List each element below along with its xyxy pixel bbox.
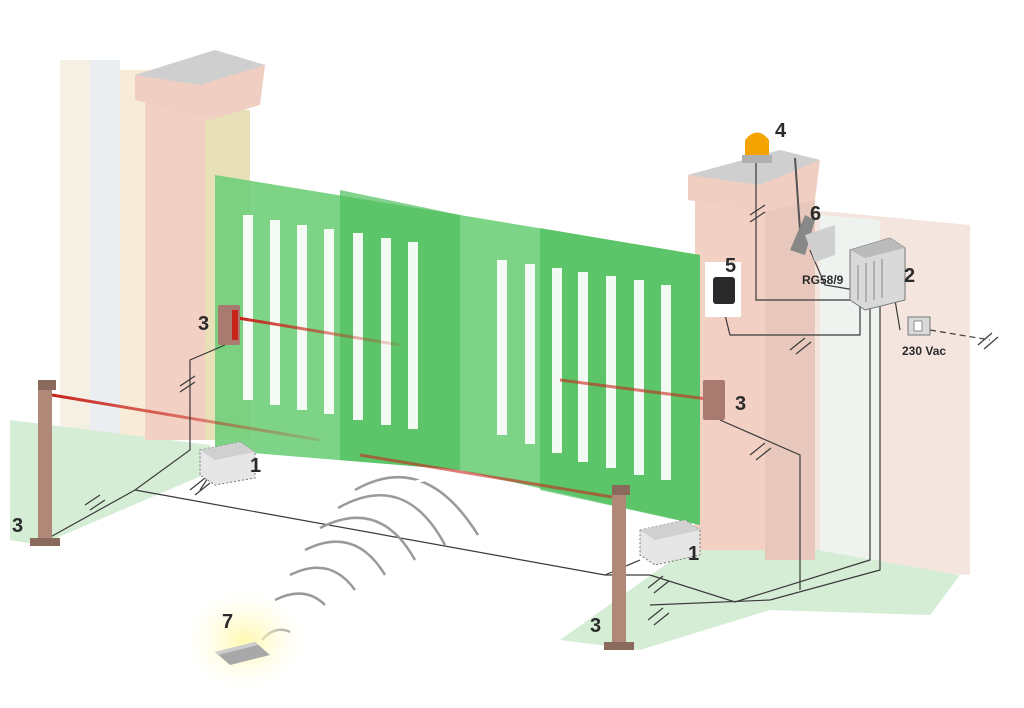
beam-lower — [359, 453, 619, 500]
antenna — [790, 157, 835, 262]
label-cable-type: RG58/9 — [802, 273, 844, 287]
post-right — [604, 485, 634, 650]
power-outlet — [907, 316, 931, 336]
gate-slots — [243, 215, 671, 480]
remote-control — [185, 590, 305, 690]
photocell-right-pillar — [703, 380, 725, 420]
beam-upper-left — [237, 316, 401, 347]
label-remote-control: 7 — [222, 611, 233, 633]
wiring — [44, 160, 991, 606]
post-left — [30, 380, 60, 546]
label-key-selector: 5 — [725, 255, 736, 277]
label-control-unit: 2 — [904, 265, 915, 287]
ground-right — [560, 540, 960, 650]
label-motor-left: 1 — [250, 455, 261, 477]
wire-ticks — [84, 204, 999, 626]
beam-long-left — [51, 393, 321, 442]
flashing-light — [742, 132, 772, 163]
label-antenna: 6 — [810, 203, 821, 225]
label-photocell-right: 3 — [735, 393, 746, 415]
label-motor-right: 1 — [688, 543, 699, 565]
motor-left — [199, 441, 256, 486]
label-post-right: 3 — [590, 615, 601, 637]
ground-left — [10, 420, 215, 545]
control-unit — [849, 237, 906, 311]
beam-right — [559, 378, 716, 402]
key-selector — [705, 262, 741, 317]
label-power-supply: 230 Vac — [902, 344, 946, 358]
photocell-left-pillar — [218, 305, 240, 345]
label-photocell-left: 3 — [198, 313, 209, 335]
motor-right — [639, 519, 701, 566]
label-flashing-light: 4 — [775, 120, 787, 142]
label-post-left: 3 — [12, 515, 23, 537]
right-pillar — [688, 150, 820, 560]
background-wall-left — [60, 60, 150, 480]
